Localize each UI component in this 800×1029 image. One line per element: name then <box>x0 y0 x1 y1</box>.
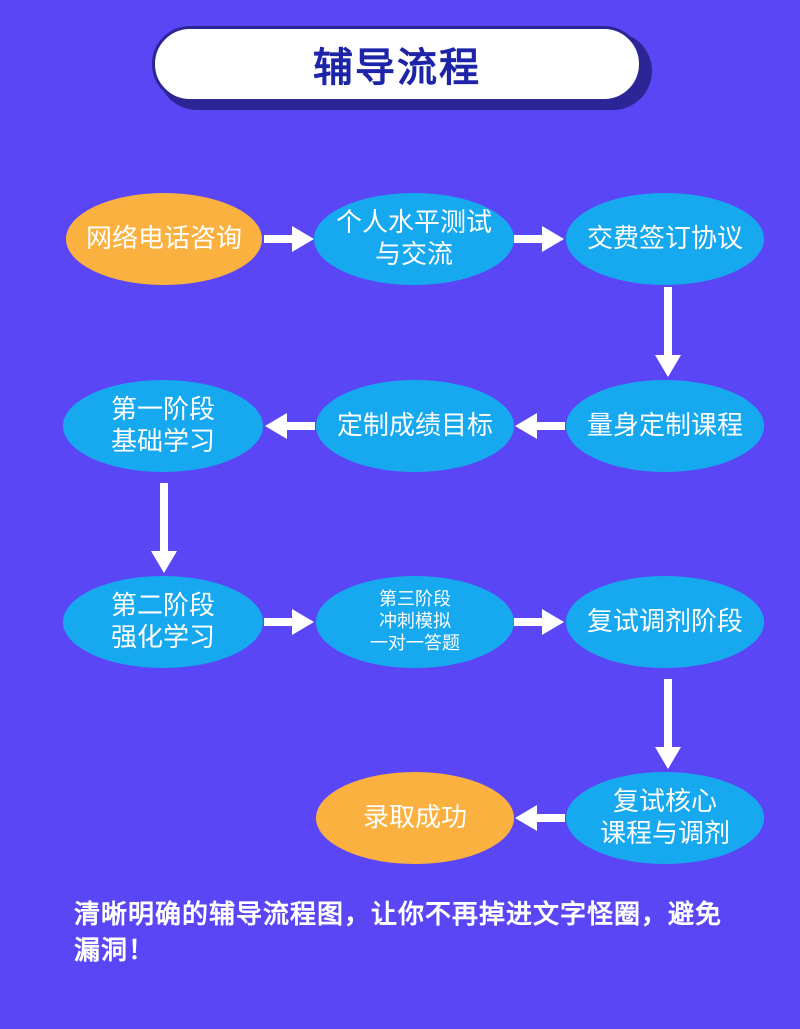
arrow-right-icon <box>264 609 314 635</box>
arrow-left-icon <box>265 413 315 439</box>
page-title: 辅导流程 <box>313 45 481 91</box>
node-custom-course-label: 量身定制课程 <box>586 411 743 441</box>
node-agreement-label: 交费签订协议 <box>586 224 743 254</box>
node-retest-core-label: 复试核心 课程与调剂 <box>599 787 730 849</box>
arrow-left-icon <box>515 805 565 831</box>
node-retest-label: 复试调剂阶段 <box>586 607 743 637</box>
node-stage2-label: 第二阶段 强化学习 <box>110 591 215 653</box>
arrow-down-icon <box>151 483 177 573</box>
node-stage1: 第一阶段 基础学习 <box>63 380 263 472</box>
node-retest: 复试调剂阶段 <box>566 576 764 668</box>
node-stage3-label: 第三阶段 冲刺模拟 一对一答题 <box>370 589 460 654</box>
node-agreement: 交费签订协议 <box>566 193 764 285</box>
node-consult: 网络电话咨询 <box>66 193 262 285</box>
arrow-down-icon <box>655 679 681 769</box>
title-banner: 辅导流程 <box>152 26 642 102</box>
arrow-right-icon <box>264 226 314 252</box>
node-stage3: 第三阶段 冲刺模拟 一对一答题 <box>316 576 514 668</box>
arrow-down-icon <box>655 287 681 377</box>
node-consult-label: 网络电话咨询 <box>85 224 242 254</box>
node-admitted: 录取成功 <box>316 772 514 864</box>
arrow-right-icon <box>514 609 564 635</box>
arrow-right-icon <box>514 226 564 252</box>
footer-text: 清晰明确的辅导流程图，让你不再掉进文字怪圈，避免漏洞！ <box>74 900 723 966</box>
node-admitted-label: 录取成功 <box>362 803 467 833</box>
node-stage2: 第二阶段 强化学习 <box>63 576 263 668</box>
node-test: 个人水平测试 与交流 <box>314 193 514 285</box>
node-goal-label: 定制成绩目标 <box>336 411 493 441</box>
node-retest-core: 复试核心 课程与调剂 <box>566 772 764 864</box>
node-stage1-label: 第一阶段 基础学习 <box>110 395 215 457</box>
node-test-label: 个人水平测试 与交流 <box>335 208 492 270</box>
node-custom-course: 量身定制课程 <box>566 380 764 472</box>
arrow-left-icon <box>515 413 565 439</box>
node-goal: 定制成绩目标 <box>316 380 514 472</box>
